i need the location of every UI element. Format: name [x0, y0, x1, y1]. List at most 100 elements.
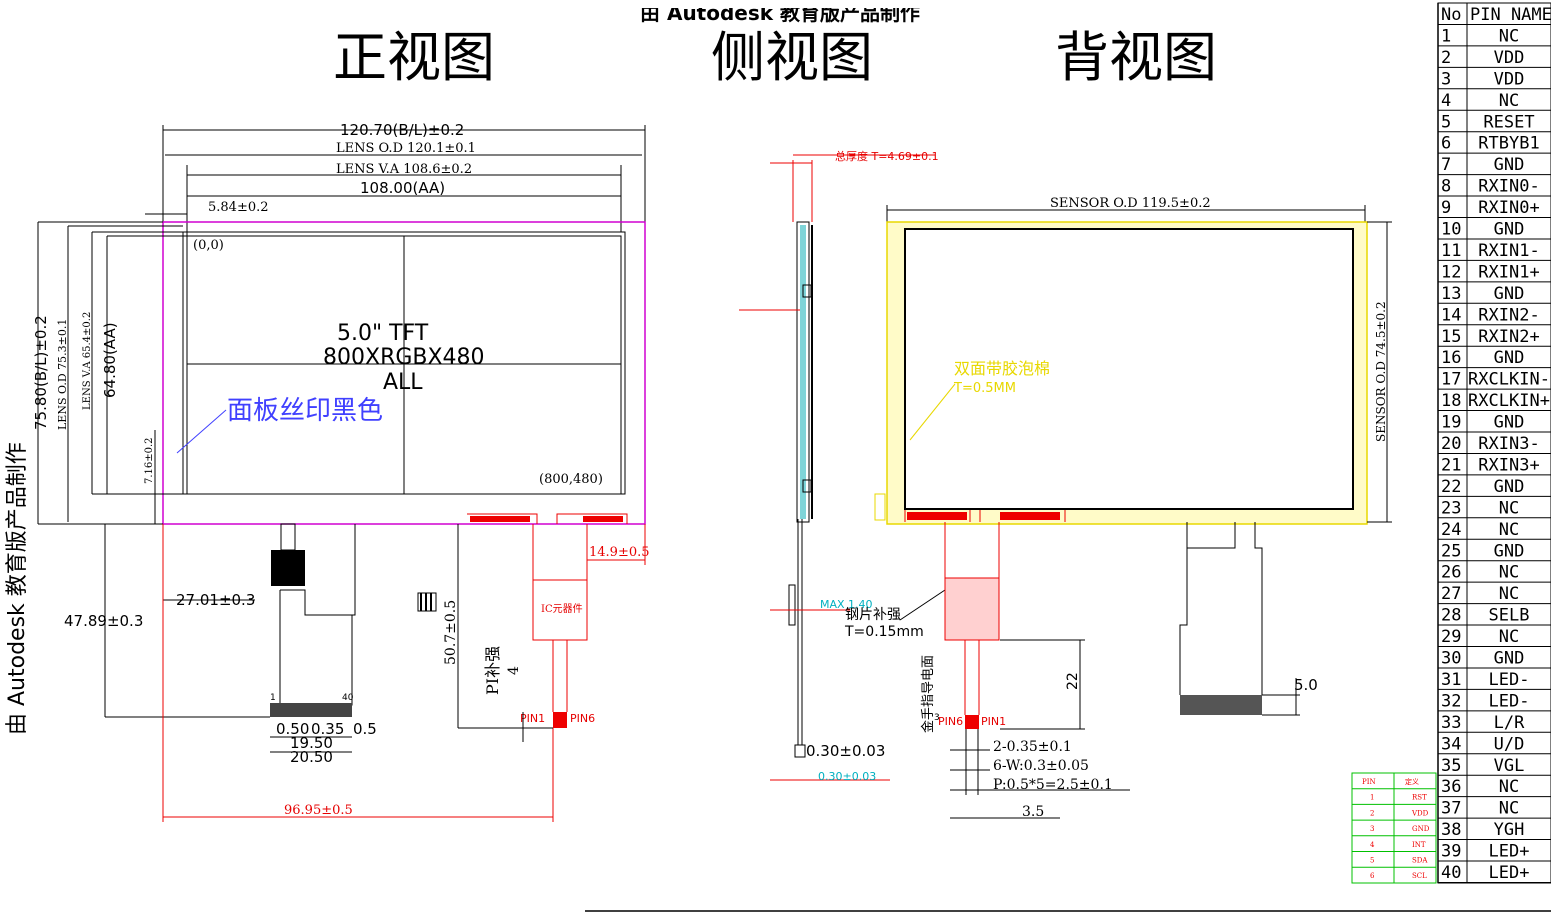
pin-name: U/D — [1494, 734, 1525, 754]
dim-aa-width: 108.00(AA) — [360, 179, 445, 197]
touch-pin-number: 1 — [1370, 794, 1374, 802]
pin-name: NC — [1499, 26, 1519, 46]
back-view: SENSOR O.D 119.5±0.2 SENSOR O.D 74.5±0.2… — [874, 196, 1392, 820]
touch-pin-number: 2 — [1370, 809, 1374, 817]
pin-number: 3 — [1441, 69, 1451, 89]
pin-name: LED- — [1489, 670, 1530, 690]
pin-number: 17 — [1441, 370, 1461, 390]
touch-pin-number: 6 — [1370, 872, 1375, 880]
total-thickness: 总厚度 T=4.69±0.1 — [835, 149, 939, 163]
panel-label-3: ALL — [383, 370, 423, 395]
pin-number: 26 — [1441, 563, 1461, 583]
pin-number: 28 — [1441, 606, 1461, 626]
pin-name: RXIN0+ — [1478, 198, 1539, 218]
pin-number: 24 — [1441, 520, 1461, 540]
origin-label: (0,0) — [193, 238, 224, 253]
panel-label-1: 5.0" TFT — [337, 321, 429, 346]
pin-name: RXIN2+ — [1478, 327, 1539, 347]
pin-number: 38 — [1441, 820, 1461, 840]
pin-number: 29 — [1441, 627, 1461, 647]
spec-1: 2-0.35±0.1 — [993, 739, 1072, 755]
pin-number: 21 — [1441, 455, 1461, 475]
sensor-od-height: SENSOR O.D 74.5±0.2 — [1374, 301, 1388, 442]
pin-number: 9 — [1441, 198, 1451, 218]
view-title-back: 背视图 — [1055, 26, 1217, 89]
panel-label-2: 800XRGBX480 — [323, 345, 485, 370]
touch-pin-def: VDD — [1411, 809, 1429, 817]
dim-149: 14.9±0.5 — [589, 545, 650, 560]
pin-name: GND — [1494, 284, 1525, 304]
pin-name: RXIN3+ — [1478, 455, 1539, 475]
pin-number: 19 — [1441, 413, 1461, 433]
pin-number: 15 — [1441, 327, 1461, 347]
dim-22: 22 — [1065, 672, 1081, 690]
dim-total-width: 120.70(B/L)±0.2 — [340, 121, 464, 139]
pin-number: 34 — [1441, 734, 1461, 754]
pin-name: RTBYB1 — [1478, 134, 1539, 154]
silk-note: 面板丝印黑色 — [227, 396, 383, 426]
pin-number: 32 — [1441, 691, 1461, 711]
pin-number: 14 — [1441, 305, 1461, 325]
dim-030b: 0.30±0.03 — [818, 770, 876, 783]
pin-number: 39 — [1441, 842, 1461, 862]
touch-pin-number: 4 — [1370, 841, 1375, 849]
dim-aa-height: 64.80(AA) — [101, 322, 119, 398]
spec-2: 6-W:0.3±0.05 — [993, 758, 1089, 774]
touch-pin-number: 5 — [1370, 857, 1374, 865]
pin-name: NC — [1499, 91, 1519, 111]
pin-name: VDD — [1494, 69, 1525, 89]
dim-2701: 27.01±0.3 — [176, 591, 255, 609]
dim-50: 5.0 — [1294, 676, 1318, 694]
pin-name: GND — [1494, 348, 1525, 368]
foam-note-1: 双面带胶泡棉 — [954, 359, 1050, 378]
pin-number: 31 — [1441, 670, 1461, 690]
touch-col-pin: PIN — [1362, 778, 1376, 786]
pin-number: 30 — [1441, 649, 1461, 669]
pin-name: LED+ — [1489, 842, 1530, 862]
pin-name: GND — [1494, 477, 1525, 497]
front-pin6: PIN6 — [570, 712, 595, 725]
pin-name: RESET — [1483, 112, 1534, 132]
pin-name: GND — [1494, 220, 1525, 240]
dim-offset: 5.84±0.2 — [208, 200, 269, 215]
foam-note-2: T=0.5MM — [953, 381, 1016, 396]
pin-name: RXIN1- — [1478, 241, 1539, 261]
pin-name: NC — [1499, 563, 1519, 583]
pin-number: 10 — [1441, 220, 1461, 240]
pin-name: RXIN0- — [1478, 177, 1539, 197]
pin-name: GND — [1494, 541, 1525, 561]
pin-name: GND — [1494, 155, 1525, 175]
dim-total-height: 75.80(B/L)±0.2 — [32, 315, 50, 430]
dim-lens-od-height: LENS O.D 75.3±0.1 — [56, 319, 69, 430]
pin-number: 18 — [1441, 391, 1461, 411]
gold-finger-note: 金手指导电面 — [920, 655, 936, 733]
pin-name: RXIN3- — [1478, 434, 1539, 454]
pin-name: GND — [1494, 413, 1525, 433]
pin-number: 33 — [1441, 713, 1461, 733]
pin-number: 22 — [1441, 477, 1461, 497]
pin-name: VDD — [1494, 48, 1525, 68]
dim-050: 0.50 — [276, 720, 309, 738]
dim-4789: 47.89±0.3 — [64, 612, 143, 630]
pi-value: 4 — [506, 666, 522, 675]
touch-pin-def: INT — [1412, 841, 1426, 849]
side-watermark: 由 Autodesk 教育版产品制作 — [5, 442, 30, 735]
touch-col-def: 定义 — [1405, 777, 1419, 786]
view-title-front: 正视图 — [333, 26, 495, 89]
steel-note-1: 钢片补强 — [845, 607, 901, 623]
corner-label: (800,480) — [539, 472, 603, 487]
dim-lens-va-height: LENS V.A 65.4±0.2 — [82, 312, 93, 410]
pin-number: 20 — [1441, 434, 1461, 454]
max-label: MAX 1.40 — [820, 598, 873, 611]
pin-number: 6 — [1441, 134, 1451, 154]
touch-pin-def: SDA — [1412, 857, 1428, 865]
pin-number: 13 — [1441, 284, 1461, 304]
pin-table-col-no: No — [1441, 5, 1461, 25]
pin-name: NC — [1499, 498, 1519, 518]
pin-number: 2 — [1441, 48, 1451, 68]
pin-number: 35 — [1441, 756, 1461, 776]
pin-number: 7 — [1441, 155, 1451, 175]
pin-name: NC — [1499, 584, 1519, 604]
